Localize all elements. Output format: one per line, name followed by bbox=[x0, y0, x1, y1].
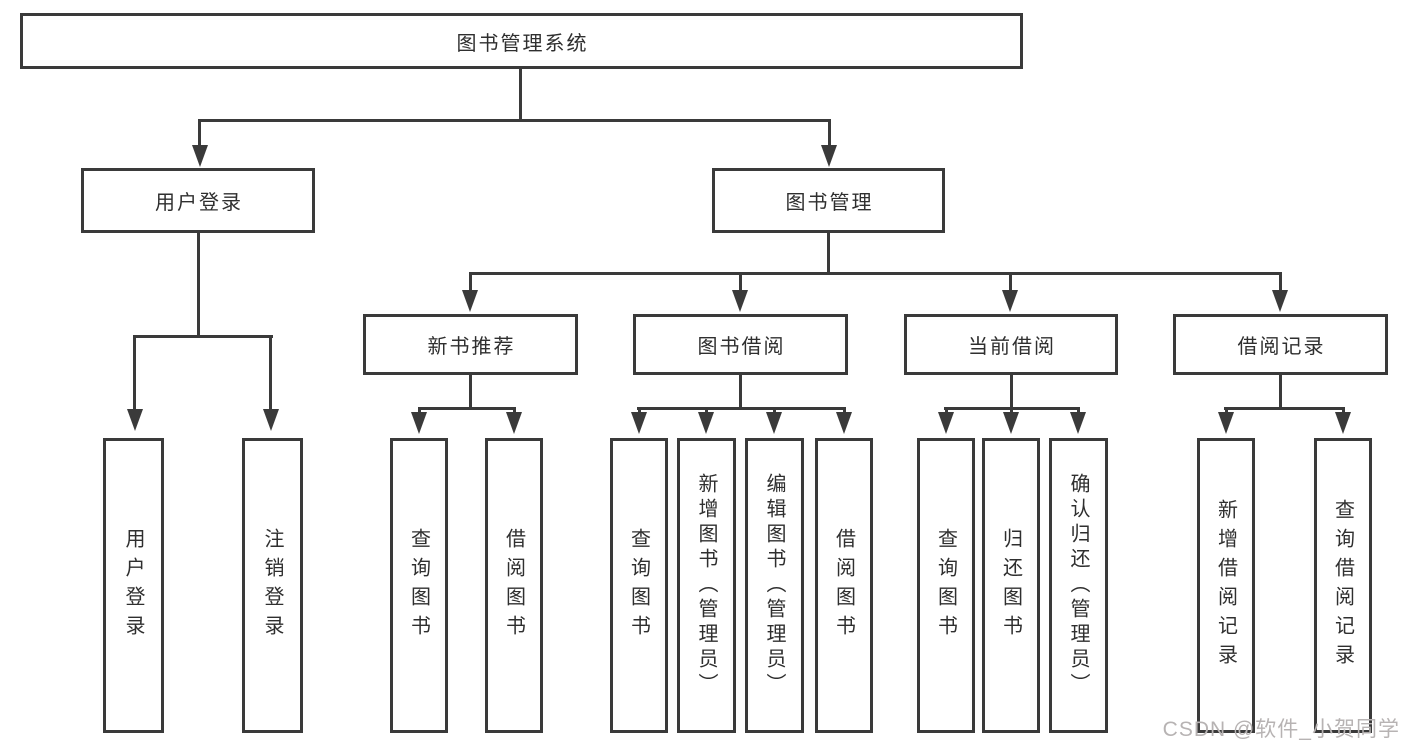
arrow-down-icon bbox=[938, 412, 954, 434]
arrow-down-icon bbox=[263, 409, 279, 431]
node-book-management: 图书管理 bbox=[712, 168, 945, 233]
connector-line bbox=[945, 407, 948, 415]
arrow-down-icon bbox=[1002, 290, 1018, 312]
connector-line bbox=[773, 407, 776, 415]
connector-line bbox=[418, 407, 421, 415]
connector-line bbox=[418, 407, 516, 410]
leaf-borrow-edit-book-admin: 编辑图书（管理员） bbox=[745, 438, 804, 733]
leaf-borrow-borrow-books: 借阅图书 bbox=[815, 438, 873, 733]
leaf-current-confirm-return-admin: 确认归还（管理员） bbox=[1049, 438, 1108, 733]
connector-line bbox=[469, 272, 472, 292]
connector-line bbox=[1010, 407, 1013, 415]
connector-line bbox=[133, 335, 136, 411]
arrow-down-icon bbox=[766, 412, 782, 434]
leaf-borrow-query-books: 查询图书 bbox=[610, 438, 668, 733]
connector-line bbox=[1010, 375, 1013, 409]
node-book-borrowing: 图书借阅 bbox=[633, 314, 848, 375]
csdn-watermark: CSDN @软件_小贺同学 bbox=[1162, 718, 1400, 741]
connector-line bbox=[705, 407, 708, 415]
connector-line bbox=[739, 272, 742, 292]
arrow-down-icon bbox=[1003, 412, 1019, 434]
arrow-down-icon bbox=[192, 145, 208, 167]
connector-line bbox=[133, 335, 273, 338]
arrow-down-icon bbox=[1335, 412, 1351, 434]
arrow-down-icon bbox=[462, 290, 478, 312]
leaf-records-add-borrow-record: 新增借阅记录 bbox=[1197, 438, 1255, 733]
connector-line bbox=[1009, 272, 1012, 292]
arrow-down-icon bbox=[411, 412, 427, 434]
connector-line bbox=[1279, 375, 1282, 409]
node-user-login: 用户登录 bbox=[81, 168, 315, 233]
connector-line bbox=[269, 335, 272, 411]
leaf-borrow-add-book-admin: 新增图书（管理员） bbox=[677, 438, 736, 733]
connector-line bbox=[1342, 407, 1345, 415]
arrow-down-icon bbox=[698, 412, 714, 434]
connector-line bbox=[637, 407, 846, 410]
arrow-down-icon bbox=[732, 290, 748, 312]
connector-line bbox=[739, 375, 742, 409]
leaf-recommend-borrow-books: 借阅图书 bbox=[485, 438, 543, 733]
connector-line bbox=[519, 68, 522, 121]
leaf-current-return-books: 归还图书 bbox=[982, 438, 1040, 733]
connector-line bbox=[469, 375, 472, 409]
arrow-down-icon bbox=[1070, 412, 1086, 434]
connector-line bbox=[469, 272, 1282, 275]
node-current-borrowing: 当前借阅 bbox=[904, 314, 1118, 375]
connector-line bbox=[197, 233, 200, 337]
connector-line bbox=[843, 407, 846, 415]
node-library-management-system: 图书管理系统 bbox=[20, 13, 1023, 69]
leaf-logout: 注销登录 bbox=[242, 438, 303, 733]
arrow-down-icon bbox=[506, 412, 522, 434]
leaf-records-query-borrow-record: 查询借阅记录 bbox=[1314, 438, 1372, 733]
connector-line bbox=[198, 119, 201, 148]
leaf-current-query-books: 查询图书 bbox=[917, 438, 975, 733]
leaf-user-login: 用户登录 bbox=[103, 438, 164, 733]
leaf-recommend-query-books: 查询图书 bbox=[390, 438, 448, 733]
arrow-down-icon bbox=[631, 412, 647, 434]
arrow-down-icon bbox=[127, 409, 143, 431]
arrow-down-icon bbox=[836, 412, 852, 434]
connector-line bbox=[1225, 407, 1228, 415]
arrow-down-icon bbox=[1272, 290, 1288, 312]
connector-line bbox=[827, 233, 830, 275]
arrow-down-icon bbox=[821, 145, 837, 167]
node-new-book-recommendation: 新书推荐 bbox=[363, 314, 578, 375]
connector-line bbox=[1279, 272, 1282, 292]
connector-line bbox=[1224, 407, 1345, 410]
connector-line bbox=[828, 119, 831, 148]
connector-line bbox=[513, 407, 516, 415]
connector-line bbox=[198, 119, 831, 122]
arrow-down-icon bbox=[1218, 412, 1234, 434]
connector-line bbox=[638, 407, 641, 415]
connector-line bbox=[1077, 407, 1080, 415]
node-borrowing-records: 借阅记录 bbox=[1173, 314, 1388, 375]
